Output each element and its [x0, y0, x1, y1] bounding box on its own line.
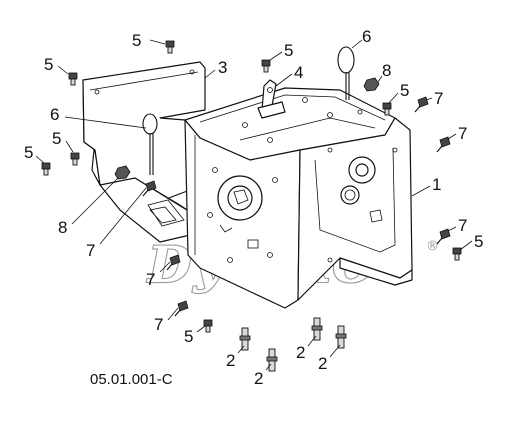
callout-5-f: 5	[24, 143, 33, 162]
callout-5-b: 5	[44, 55, 53, 74]
leader-lines	[35, 39, 473, 371]
bolt-7	[452, 247, 462, 261]
nut-top	[363, 77, 380, 92]
callout-5-d: 5	[400, 81, 409, 100]
eye-bolt-left	[142, 113, 158, 175]
callout-labels: 5 5 3 5 4 6 8 6 5 7 5 7 5 1 8 7 7 5 7 7 …	[24, 27, 483, 388]
callout-2-b: 2	[254, 369, 263, 388]
bolt-3	[261, 59, 271, 73]
stud-4	[335, 325, 347, 349]
callout-8-b: 8	[58, 218, 67, 237]
callout-2-c: 2	[296, 343, 305, 362]
screw-5	[166, 254, 181, 271]
callout-5-a: 5	[132, 31, 141, 50]
callout-4: 4	[294, 63, 303, 82]
callout-5-h: 5	[184, 327, 193, 346]
bolt-8	[203, 319, 213, 333]
callout-6-a: 6	[362, 27, 371, 46]
screw-4	[142, 180, 157, 197]
callout-2-d: 2	[318, 354, 327, 373]
stud-3	[311, 317, 323, 341]
callout-6-b: 6	[50, 105, 59, 124]
screw-6	[174, 300, 189, 317]
callout-5-g: 5	[474, 232, 483, 251]
bolt-5	[41, 162, 51, 176]
screw-3	[436, 228, 451, 245]
nut-left	[114, 165, 131, 180]
rear-cover-plate	[82, 61, 206, 243]
callout-2-a: 2	[226, 351, 235, 370]
bolt-6	[382, 102, 392, 116]
eye-bolt-top	[337, 46, 355, 100]
callout-3: 3	[218, 58, 227, 77]
callout-7-c: 7	[86, 241, 95, 260]
top-bracket	[257, 79, 286, 119]
bolt-1	[165, 40, 175, 54]
callout-7-f: 7	[154, 315, 163, 334]
bolt-4	[70, 152, 80, 166]
callout-1: 1	[432, 175, 441, 194]
callout-5-e: 5	[52, 129, 61, 148]
stud-2	[266, 348, 278, 372]
callout-7-d: 7	[458, 216, 467, 235]
screw-2	[436, 136, 451, 153]
stud-1	[239, 327, 251, 351]
callout-8-a: 8	[382, 61, 391, 80]
screw-1	[414, 96, 429, 113]
main-frame-housing	[184, 87, 413, 309]
callout-7-e: 7	[146, 270, 155, 289]
callout-5-c: 5	[284, 41, 293, 60]
callout-7-b: 7	[458, 124, 467, 143]
registered-mark: ®	[426, 239, 439, 254]
drawing-code: 05.01.001-C	[90, 371, 173, 388]
callout-7-a: 7	[434, 89, 443, 108]
bolt-2	[68, 72, 78, 86]
